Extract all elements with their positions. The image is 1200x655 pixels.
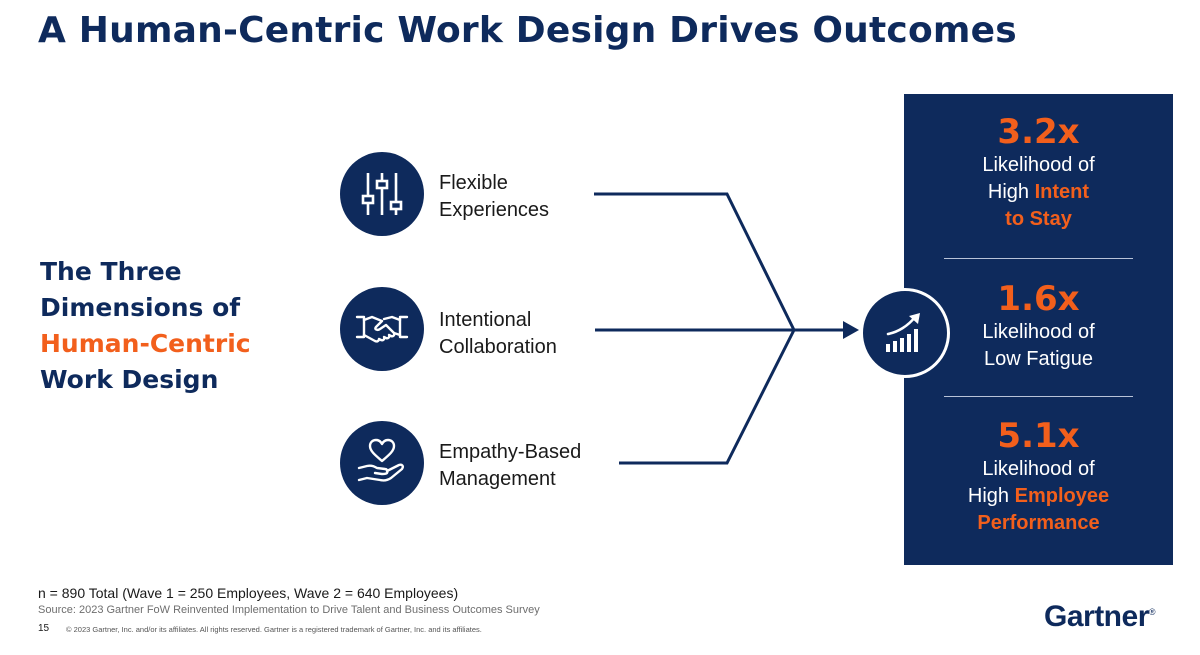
outcome-employee-performance: 5.1x Likelihood of High Employee Perform… (904, 416, 1173, 537)
outcome-desc-line-1: Likelihood of (982, 458, 1095, 480)
outcome-intent-to-stay: 3.2x Likelihood of High Intent to Stay (904, 112, 1173, 233)
outcome-desc-line-3: Performance (977, 512, 1100, 534)
copyright-notice: © 2023 Gartner, Inc. and/or its affiliat… (66, 625, 482, 634)
outcome-low-fatigue: 1.6x Likelihood of Low Fatigue (904, 279, 1173, 373)
connector-line-empathy (619, 329, 796, 465)
gartner-logo: Gartner® (1044, 600, 1156, 633)
arrowhead-icon (843, 321, 859, 339)
outcome-divider (944, 396, 1133, 397)
heading-line-1: The Three (40, 257, 182, 286)
sliders-icon (340, 152, 424, 236)
page-number: 15 (38, 623, 50, 634)
heading-line-2: Dimensions of (40, 293, 241, 322)
page-title: A Human-Centric Work Design Drives Outco… (38, 10, 1017, 51)
heading-line-3-highlight: Human-Centric (40, 329, 251, 358)
outcome-value: 1.6x (997, 279, 1080, 319)
dimension-label-empathy: Empathy-Based Management (439, 441, 582, 490)
outcome-desc-line-3: to Stay (1005, 208, 1072, 230)
heart-hand-icon (340, 421, 424, 505)
outcome-divider (944, 258, 1133, 259)
connector-line-flexible (594, 192, 796, 331)
outcome-desc-line-1: Likelihood of (982, 154, 1095, 176)
outcome-desc-line-2: High Intent (987, 181, 1090, 203)
sample-size-note: n = 890 Total (Wave 1 = 250 Employees, W… (38, 585, 459, 601)
heading-line-4: Work Design (40, 365, 219, 394)
dimension-label-flexible: Flexible Experiences (439, 172, 550, 221)
outcome-desc-line-2: High Employee (967, 485, 1110, 507)
outcome-desc-line-1: Likelihood of (982, 321, 1095, 343)
outcome-desc-line-2: Low Fatigue (984, 348, 1093, 370)
outcome-value: 3.2x (997, 112, 1080, 152)
dimension-label-collaboration: Intentional Collaboration (439, 309, 557, 358)
outcome-value: 5.1x (997, 416, 1080, 456)
handshake-icon (340, 287, 424, 371)
trend-chart-icon (860, 288, 950, 378)
dimensions-heading: The Three Dimensions of Human-Centric Wo… (40, 254, 251, 398)
source-citation: Source: 2023 Gartner FoW Reinvented Impl… (38, 604, 540, 616)
